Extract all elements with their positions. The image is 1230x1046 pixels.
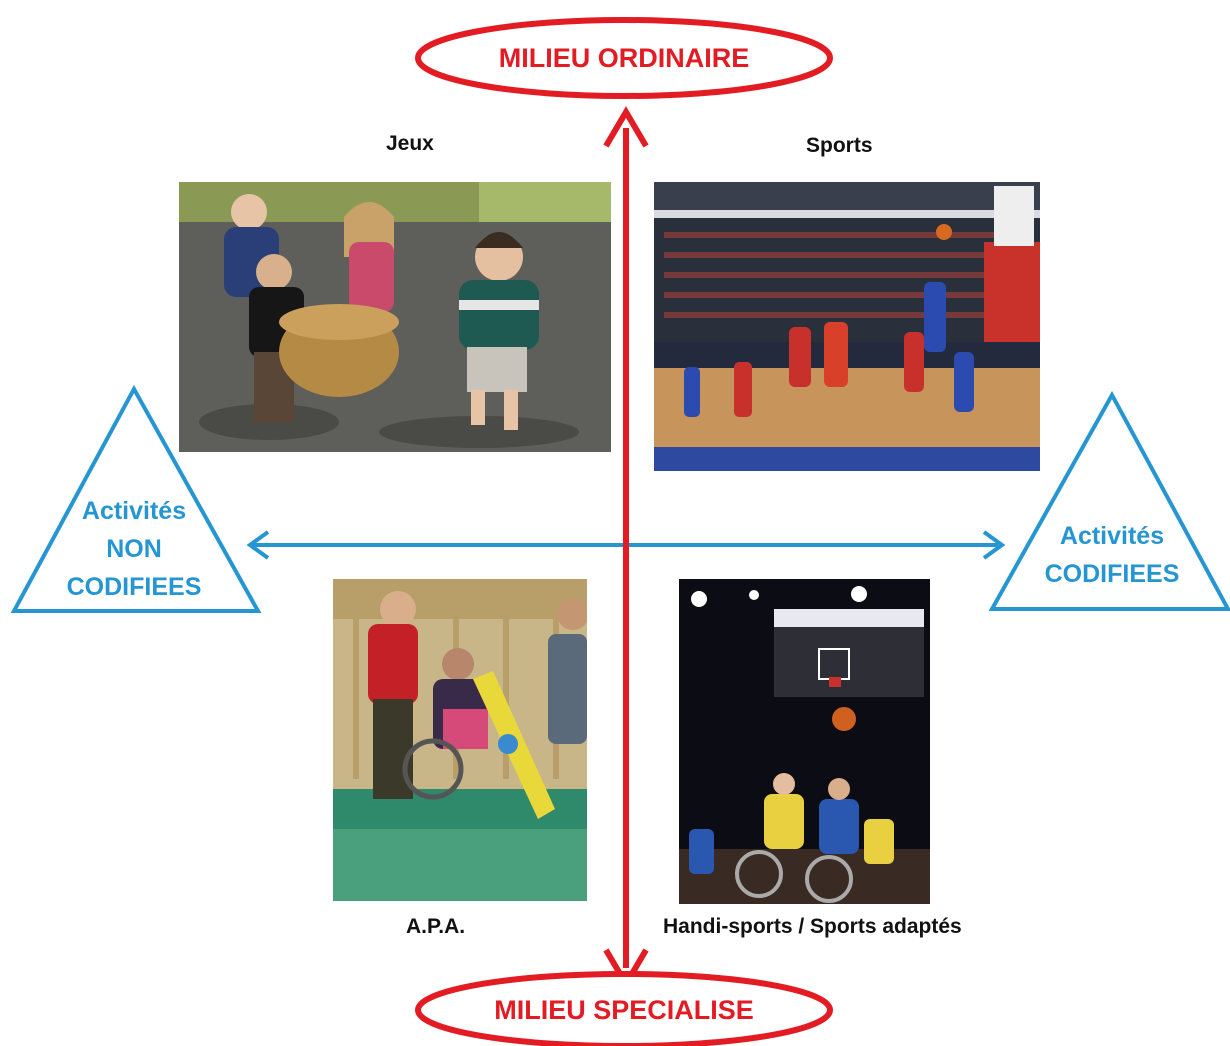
label-handi-sports: Handi-sports / Sports adaptés (663, 915, 962, 938)
left-triangle-line-2: NON (106, 535, 162, 563)
top-oval-label: MILIEU ORDINAIRE (499, 43, 750, 73)
right-triangle-line-1: Activités (1060, 522, 1164, 550)
right-triangle: Activités CODIFIEES (988, 390, 1230, 611)
left-triangle-line-3: CODIFIEES (67, 573, 202, 601)
photo-children-playing (179, 182, 611, 452)
bottom-oval-label: MILIEU SPECIALISE (494, 995, 754, 1025)
label-jeux: Jeux (386, 132, 434, 155)
photo-wheelchair-basketball (679, 579, 930, 904)
photo-basketball-arena (654, 182, 1040, 471)
left-triangle: Activités NON CODIFIEES (10, 384, 262, 613)
label-apa: A.P.A. (406, 915, 466, 938)
vertical-axis-arrow (603, 106, 649, 990)
bottom-oval: MILIEU SPECIALISE (415, 971, 833, 1046)
top-oval: MILIEU ORDINAIRE (415, 17, 833, 99)
label-sports: Sports (806, 134, 873, 157)
left-triangle-line-1: Activités (82, 497, 186, 525)
photo-adapted-activity (333, 579, 587, 901)
right-triangle-line-2: CODIFIEES (1045, 560, 1180, 588)
